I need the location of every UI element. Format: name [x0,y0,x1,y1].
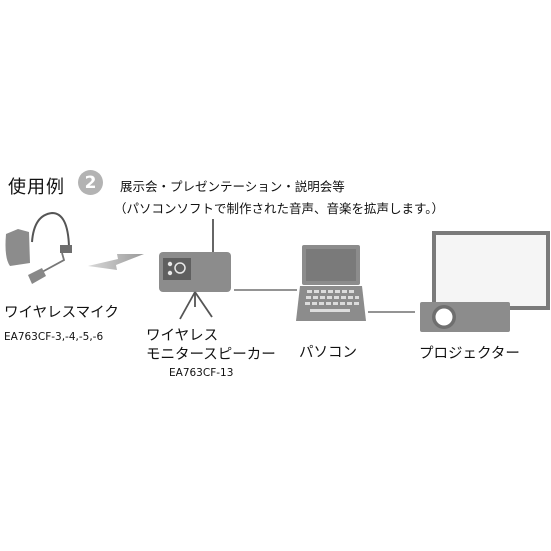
pc-label: パソコン [299,345,357,361]
description-line-2: （パソコンソフトで制作された音声、音楽を拡声します。） [114,201,445,216]
microphone-label: ワイヤレスマイク [4,305,119,321]
projection-screen-icon [432,231,550,310]
speaker-label-line-1: ワイヤレス [146,328,219,344]
description-line-1: 展示会・プレゼンテーション・説明会等 [120,179,345,194]
projector-icon [420,302,510,332]
speaker-label-line-2: モニタースピーカー [146,347,276,363]
speaker-model: EA763CF-13 [169,367,234,379]
step-number-badge: 2 [78,170,103,195]
example-title: 使用例 [8,177,65,198]
speaker-icon [159,219,231,320]
headset-microphone-icon [5,211,72,284]
projector-label: プロジェクター [419,346,520,362]
microphone-model: EA763CF-3,-4,-5,-6 [4,331,104,343]
wireless-signal-icon [88,254,144,270]
laptop-icon [296,245,366,321]
